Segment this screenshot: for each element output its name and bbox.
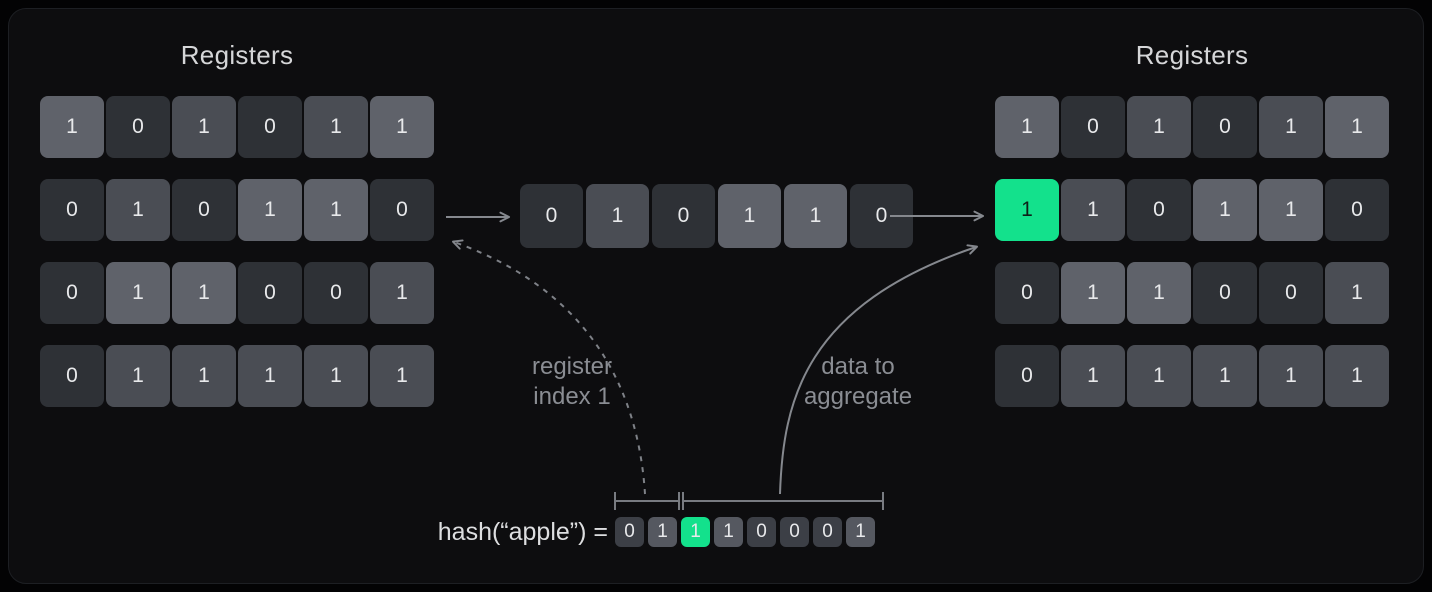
register-cell: 0 xyxy=(238,96,302,158)
register-cell: 1 xyxy=(1259,96,1323,158)
register-cell: 1 xyxy=(1127,96,1191,158)
register-cell: 1 xyxy=(1127,345,1191,407)
hash-bit: 0 xyxy=(615,517,644,547)
register-cell: 1 xyxy=(304,345,368,407)
merge-row-cell: 0 xyxy=(850,184,913,248)
register-cell: 1 xyxy=(172,262,236,324)
register-cell: 1 xyxy=(1325,345,1389,407)
register-cell: 0 xyxy=(995,262,1059,324)
merge-row-cell: 0 xyxy=(652,184,715,248)
register-cell: 0 xyxy=(1193,96,1257,158)
register-cell: 1 xyxy=(106,262,170,324)
hash-bit: 1 xyxy=(846,517,875,547)
register-cell: 1 xyxy=(304,96,368,158)
register-cell: 0 xyxy=(238,262,302,324)
register-cell: 1 xyxy=(40,96,104,158)
register-cell: 0 xyxy=(1193,262,1257,324)
register-cell: 1 xyxy=(238,345,302,407)
register-cell: 1 xyxy=(1061,179,1125,241)
register-cell: 0 xyxy=(40,262,104,324)
register-index-line1: register xyxy=(531,353,613,380)
register-cell: 1 xyxy=(370,96,434,158)
register-cell: 1 xyxy=(238,179,302,241)
register-cell: 0 xyxy=(40,179,104,241)
register-cell: 0 xyxy=(1127,179,1191,241)
right-registers-title: Registers xyxy=(1135,40,1249,70)
data-aggregate-line2: aggregate xyxy=(803,383,913,410)
hash-bit: 0 xyxy=(813,517,842,547)
register-cell: 1 xyxy=(1259,345,1323,407)
register-cell: 0 xyxy=(1061,96,1125,158)
merge-row-cell: 1 xyxy=(784,184,847,248)
register-index-line2: index 1 xyxy=(533,383,611,410)
register-cell: 1 xyxy=(1193,345,1257,407)
register-cell: 0 xyxy=(40,345,104,407)
register-cell: 1 xyxy=(304,179,368,241)
updated-register-cell: 1 xyxy=(995,179,1059,241)
merge-row-cell: 0 xyxy=(520,184,583,248)
register-cell: 1 xyxy=(172,345,236,407)
register-cell: 1 xyxy=(1061,262,1125,324)
highlighted-hash-bit: 1 xyxy=(681,517,710,547)
register-cell: 0 xyxy=(370,179,434,241)
register-cell: 0 xyxy=(1259,262,1323,324)
register-cell: 1 xyxy=(106,179,170,241)
merge-row-cell: 1 xyxy=(718,184,781,248)
data-aggregate-label: data to aggregate xyxy=(773,352,943,412)
register-cell: 0 xyxy=(172,179,236,241)
register-cell: 0 xyxy=(1325,179,1389,241)
register-cell: 1 xyxy=(1325,262,1389,324)
register-cell: 1 xyxy=(370,345,434,407)
register-cell: 0 xyxy=(995,345,1059,407)
register-cell: 1 xyxy=(370,262,434,324)
left-registers-title: Registers xyxy=(180,40,294,70)
register-cell: 1 xyxy=(995,96,1059,158)
hash-expression-label: hash(“apple”) = xyxy=(437,518,608,546)
register-cell: 1 xyxy=(172,96,236,158)
hash-bit: 1 xyxy=(714,517,743,547)
register-cell: 0 xyxy=(304,262,368,324)
register-cell: 1 xyxy=(1259,179,1323,241)
register-cell: 1 xyxy=(1127,262,1191,324)
merge-row-cell: 1 xyxy=(586,184,649,248)
hash-bit: 0 xyxy=(747,517,776,547)
hash-bit: 1 xyxy=(648,517,677,547)
register-index-label: register index 1 xyxy=(487,352,657,412)
register-cell: 0 xyxy=(106,96,170,158)
register-cell: 1 xyxy=(106,345,170,407)
register-cell: 1 xyxy=(1325,96,1389,158)
register-cell: 1 xyxy=(1061,345,1125,407)
data-aggregate-line1: data to xyxy=(821,353,895,380)
hash-bit: 0 xyxy=(780,517,809,547)
register-cell: 1 xyxy=(1193,179,1257,241)
